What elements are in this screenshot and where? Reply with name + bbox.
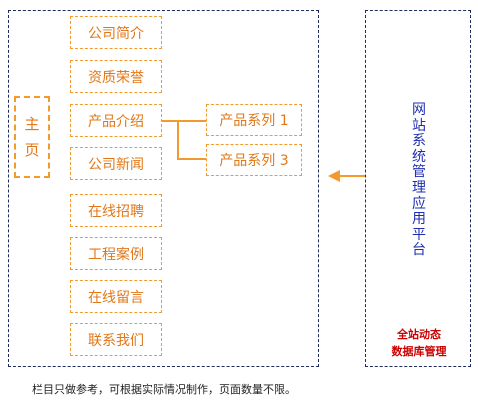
menu-item-cases: 工程案例 xyxy=(70,237,162,270)
system-char: 网 xyxy=(412,102,426,118)
system-char: 管 xyxy=(412,164,426,181)
menu-item-products: 产品介绍 xyxy=(70,104,162,137)
submenu-product-series-3: 产品系列 3 xyxy=(206,144,302,176)
system-char: 统 xyxy=(412,148,426,165)
menu-item-news: 公司新闻 xyxy=(70,147,162,180)
bracket-connector xyxy=(162,120,206,160)
system-char: 用 xyxy=(412,211,426,228)
system-note-line-2: 数据库管理 xyxy=(391,345,447,358)
system-char: 站 xyxy=(412,117,426,134)
system-char: 系 xyxy=(412,133,426,150)
menu-item-contact: 联系我们 xyxy=(70,323,162,356)
system-char: 理 xyxy=(412,179,426,196)
system-note: 全站动态 数据库管理 xyxy=(380,326,458,360)
menu-item-qualifications: 资质荣誉 xyxy=(70,60,162,93)
site-structure-panel xyxy=(8,10,319,367)
menu-item-company-intro: 公司简介 xyxy=(70,16,162,49)
system-platform-label: 网 站 系 统 管 理 应 用 平 台 xyxy=(409,102,429,259)
arrow-head xyxy=(328,170,340,182)
home-label-2: 页 xyxy=(24,141,40,159)
system-char: 台 xyxy=(412,242,426,259)
home-box: 主 页 xyxy=(14,96,50,178)
system-note-line-1: 全站动态 xyxy=(397,328,441,341)
system-char: 应 xyxy=(412,195,426,212)
management-panel xyxy=(365,10,471,367)
system-char: 平 xyxy=(412,226,426,243)
submenu-product-series-1: 产品系列 1 xyxy=(206,104,302,136)
menu-item-recruitment: 在线招聘 xyxy=(70,194,162,227)
footnote: 栏目只做参考，可根据实际情况制作，页面数量不限。 xyxy=(32,383,296,396)
home-label-1: 主 xyxy=(24,115,40,133)
menu-item-message: 在线留言 xyxy=(70,280,162,313)
